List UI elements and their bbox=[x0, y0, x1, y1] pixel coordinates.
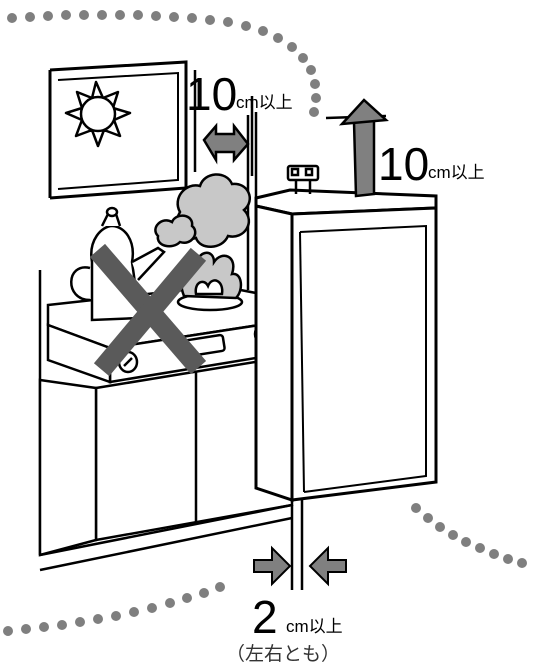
side-clearance-arrows bbox=[254, 548, 346, 584]
side-clearance-unit: cm以上 bbox=[286, 617, 343, 636]
window-clearance-number: 10 bbox=[186, 68, 237, 120]
steam-cloud bbox=[155, 174, 249, 246]
dotted-boundary-bottom bbox=[3, 582, 225, 636]
side-clearance-label: 2 cm以上 （左右とも） bbox=[226, 591, 343, 664]
top-clearance-number: 10 bbox=[378, 138, 429, 190]
window-clearance-unit: cm以上 bbox=[236, 93, 293, 112]
top-clearance-label: 10 cm以上 bbox=[378, 138, 485, 190]
dotted-boundary-right bbox=[411, 503, 527, 568]
side-gap-guide bbox=[292, 500, 302, 590]
side-clearance-number: 2 bbox=[252, 591, 278, 643]
sun-icon bbox=[66, 82, 130, 146]
top-clearance-arrow bbox=[326, 100, 386, 196]
refrigerator bbox=[256, 190, 436, 500]
side-clearance-note: （左右とも） bbox=[226, 643, 340, 664]
window-clearance-label: 10 cm以上 bbox=[186, 68, 293, 120]
top-clearance-unit: cm以上 bbox=[428, 163, 485, 182]
